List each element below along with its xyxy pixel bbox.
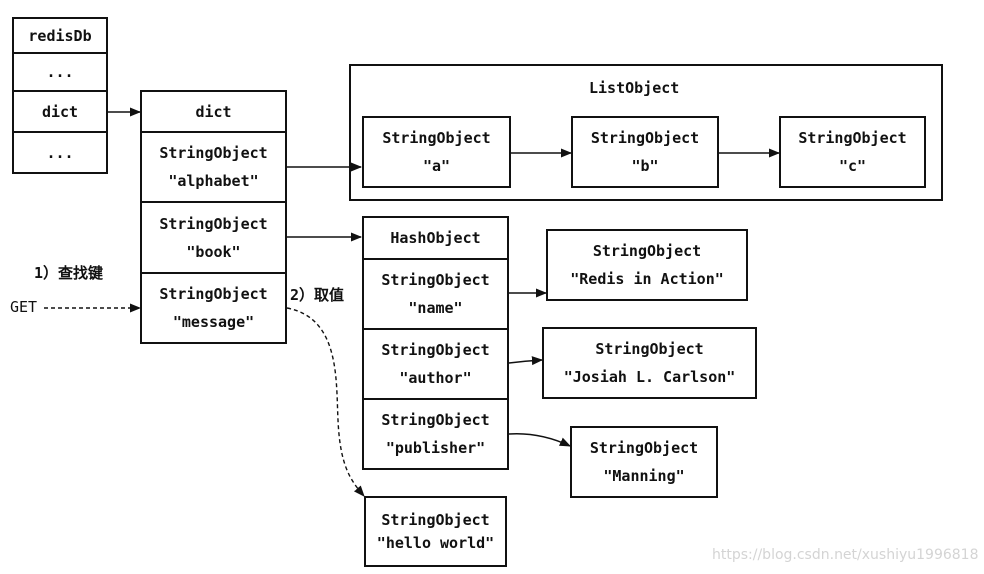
entry-type: StringObject [159, 144, 268, 162]
value-text: "Josiah L. Carlson" [563, 368, 736, 386]
value-text: "Manning" [603, 467, 685, 485]
entry-value: "alphabet" [168, 172, 259, 190]
redisdb-cell: ... [12, 52, 108, 92]
hash-object-header: HashObject [362, 216, 509, 260]
entry-type: StringObject [159, 285, 268, 303]
field-value: "name" [408, 299, 463, 317]
hash-field-author: StringObject "author" [362, 328, 509, 400]
list-object-title: ListObject [589, 79, 680, 97]
lookup-key-note: 1）查找键 [34, 264, 104, 282]
list-item-c: StringObject "c" [779, 116, 926, 188]
redisdb-header: redisDb [12, 17, 108, 54]
dict-entry-message: StringObject "message" [140, 272, 287, 344]
item-type: StringObject [590, 129, 700, 147]
dict-entry-book: StringObject "book" [140, 201, 287, 274]
entry-value: "message" [172, 313, 255, 331]
dict-header: dict [140, 90, 287, 133]
get-command-label: GET [10, 298, 38, 316]
dict-entry-alphabet: StringObject "alphabet" [140, 131, 287, 203]
field-value: "publisher" [385, 439, 486, 457]
hash-value-author: StringObject "Josiah L. Carlson" [542, 327, 757, 399]
hash-field-publisher: StringObject "publisher" [362, 398, 509, 470]
list-object-frame [349, 64, 943, 201]
item-type: StringObject [798, 129, 907, 147]
hash-field-name: StringObject "name" [362, 258, 509, 330]
watermark: https://blog.csdn.net/xushiyu1996818 [712, 547, 979, 563]
redisdb-cell: ... [12, 131, 108, 174]
entry-value: "book" [186, 242, 241, 261]
value-text: "hello world" [376, 533, 495, 552]
list-item-a: StringObject "a" [362, 116, 511, 188]
value-text: "Redis in Action" [570, 270, 724, 288]
field-type: StringObject [381, 341, 490, 359]
item-value: "a" [422, 157, 451, 175]
field-value: "author" [399, 369, 472, 387]
arrow-publisher-value [508, 433, 572, 447]
field-type: StringObject [381, 411, 490, 429]
value-type: StringObject [592, 242, 702, 260]
hash-value-publisher: StringObject "Manning" [570, 426, 718, 498]
hash-value-name: StringObject "Redis in Action" [546, 229, 748, 301]
redisdb-cell-dict: dict [12, 90, 108, 133]
message-value: StringObject "hello world" [364, 496, 507, 567]
item-value: "c" [838, 157, 867, 175]
value-type: StringObject [595, 340, 704, 358]
value-type: StringObject [589, 439, 699, 457]
arrow-message-value [286, 307, 365, 497]
value-type: StringObject [381, 510, 490, 529]
entry-type: StringObject [159, 214, 268, 233]
item-type: StringObject [382, 129, 491, 147]
field-type: StringObject [381, 271, 490, 289]
get-value-note: 2）取值 [290, 286, 345, 304]
arrow-author-value [508, 356, 544, 366]
list-item-b: StringObject "b" [571, 116, 719, 188]
item-value: "b" [631, 157, 659, 175]
